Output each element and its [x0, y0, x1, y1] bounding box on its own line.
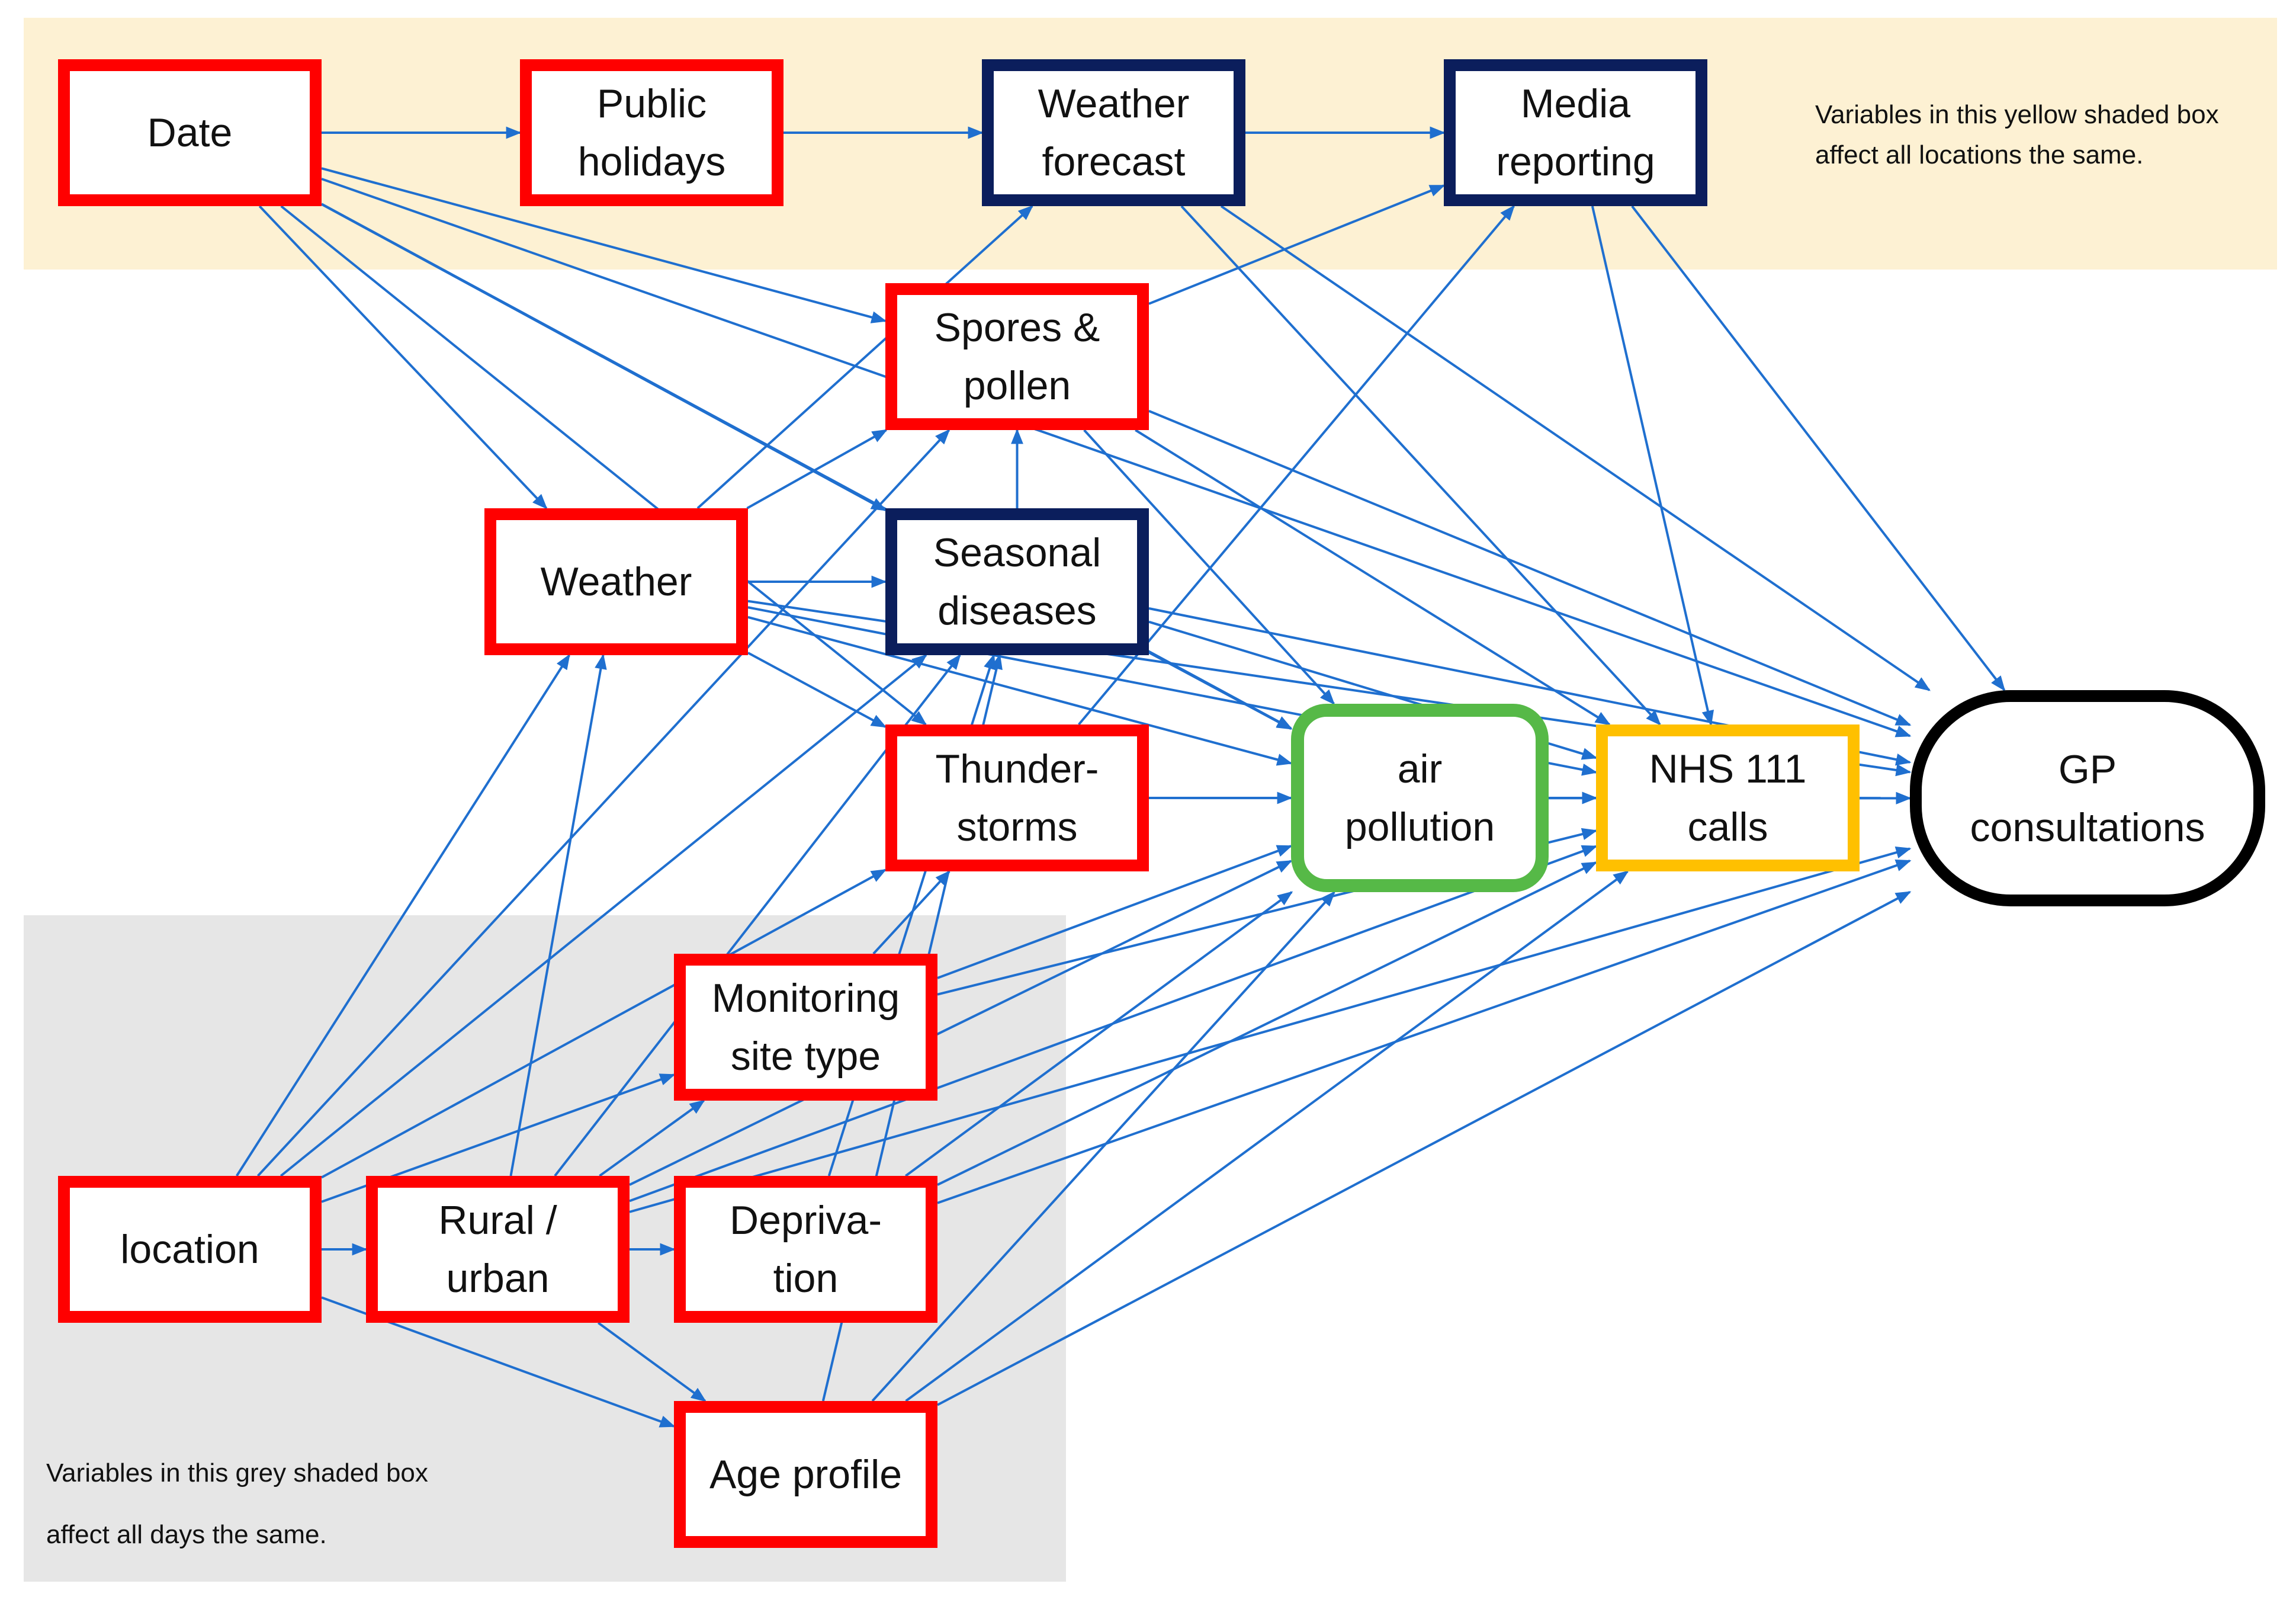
arrow-weather-to-thunderstorms — [747, 652, 887, 728]
arrow-location-to-weather — [236, 653, 570, 1177]
arrow-seasonal_diseases-to-air_pollution — [1148, 651, 1293, 730]
node-weather-forecast: Weather forecast — [982, 59, 1245, 206]
node-weather: Weather — [484, 508, 748, 655]
node-gp-consultations: GP consultations — [1910, 690, 2265, 906]
arrow-weather_forecast-to-gp — [1220, 205, 1931, 691]
arrow-spores_pollen-to-nhs111 — [1135, 429, 1611, 726]
yellow-region-note: Variables in this yellow shaded box affe… — [1815, 100, 2219, 169]
arrow-spores_pollen-to-air_pollution — [1083, 429, 1335, 705]
node-rural-urban: Rural / urban — [366, 1176, 630, 1323]
arrow-spores_pollen-to-gp — [1148, 409, 1912, 726]
node-monitoring-site-type: Monitoring site type — [674, 954, 937, 1101]
arrow-weather-to-spores_pollen — [746, 429, 888, 509]
arrow-date-to-gp — [321, 178, 1912, 738]
arrow-rural_urban-to-age_profile — [598, 1322, 707, 1402]
arrow-date-to-thunderstorms — [280, 205, 927, 726]
arrow-deprivation-to-nhs111 — [937, 861, 1598, 1186]
node-location: location — [58, 1176, 322, 1323]
node-air-pollution: air pollution — [1291, 704, 1549, 892]
arrow-age_profile-to-air_pollution — [871, 891, 1335, 1402]
node-thunderstorms: Thunder- storms — [885, 724, 1149, 871]
arrow-location-to-thunderstorms — [321, 868, 887, 1179]
arrow-rural_urban-to-weather — [509, 653, 607, 1176]
arrow-date-to-weather — [258, 205, 548, 509]
node-date: Date — [58, 59, 322, 206]
node-seasonal-diseases: Seasonal diseases — [885, 508, 1149, 655]
node-age-profile: Age profile — [674, 1401, 937, 1548]
arrow-rural_urban-to-gp — [629, 846, 1912, 1213]
arrow-spores_pollen-to-media_reporting — [1148, 184, 1446, 305]
arrow-location-to-seasonal_diseases — [280, 654, 927, 1177]
grey-region-note: Variables in this grey shaded box affect… — [46, 1458, 428, 1549]
arrow-deprivation-to-air_pollution — [905, 891, 1293, 1177]
node-media-reporting: Media reporting — [1444, 59, 1707, 206]
arrow-monitoring_site_type-to-air_pollution — [937, 845, 1293, 979]
arrow-age_profile-to-gp — [937, 890, 1912, 1406]
arrow-location-to-spores_pollen — [256, 429, 950, 1177]
arrow-media_reporting-to-gp — [1631, 205, 2006, 692]
node-deprivation: Depriva- tion — [674, 1176, 937, 1323]
arrow-weather-to-air_pollution — [747, 615, 1293, 766]
node-spores-pollen: Spores & pollen — [885, 283, 1149, 430]
arrow-thunderstorms-to-media_reporting — [1078, 205, 1515, 726]
node-nhs-111-calls: NHS 111 calls — [1596, 724, 1860, 871]
arrow-media_reporting-to-nhs111 — [1591, 206, 1714, 726]
arrow-rural_urban-to-air_pollution — [629, 860, 1293, 1186]
node-public-holidays: Public holidays — [520, 59, 783, 206]
arrow-deprivation-to-gp — [937, 859, 1912, 1204]
arrow-weather_forecast-to-nhs111 — [1180, 205, 1661, 726]
arrow-weather-to-weather_forecast — [696, 205, 1034, 509]
arrow-age_profile-to-nhs111 — [905, 870, 1629, 1402]
arrow-rural_urban-to-monitoring_site_type — [599, 1099, 705, 1177]
arrow-date-to-spores_pollen — [321, 167, 887, 323]
